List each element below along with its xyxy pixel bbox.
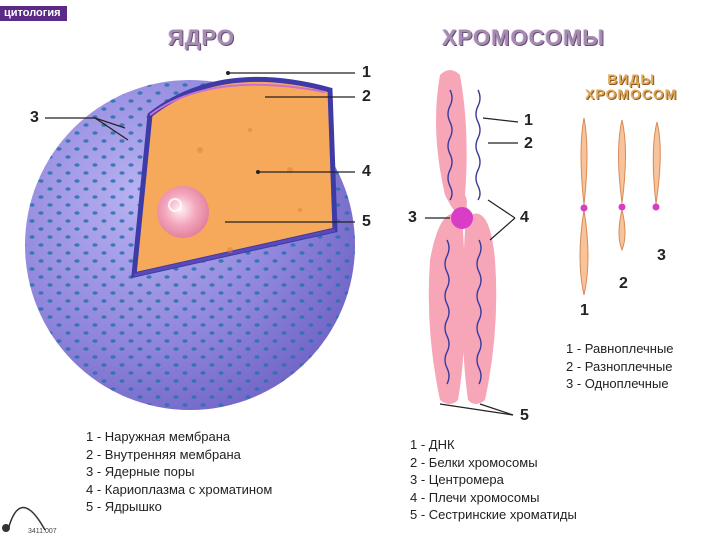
types-callout-1: 1 bbox=[580, 302, 589, 319]
centromere bbox=[451, 207, 473, 229]
types-callout-2: 2 bbox=[619, 275, 628, 292]
nucleus-legend-item: 3 - Ядерные поры bbox=[86, 464, 195, 479]
chromosome-types-title: ВИДЫ ХРОМОСОМ bbox=[585, 72, 677, 102]
nucleus-leader-lines bbox=[45, 72, 355, 223]
chromosome-legend-item: 2 - Белки хромосомы bbox=[410, 454, 538, 470]
chromosome-legend-item: 5 - Сестринские хроматиды bbox=[410, 507, 577, 522]
chromosome-callout-5: 5 bbox=[520, 407, 529, 424]
types-legend-item: 1 - Равноплечные bbox=[566, 341, 674, 356]
chromosome-callout-1: 1 bbox=[524, 112, 533, 129]
types-legend: 1 - Равноплечные 2 - Разноплечные 3 - Од… bbox=[566, 340, 674, 393]
types-title-line2: ХРОМОСОМ bbox=[585, 86, 678, 102]
chromatid-right bbox=[459, 70, 497, 404]
nucleus-title: ЯДРО bbox=[168, 25, 235, 50]
dna-strand-upper-left bbox=[447, 89, 453, 201]
nucleus-callout-4: 4 bbox=[362, 163, 371, 180]
nucleus-legend-item: 5 - Ядрышко bbox=[86, 499, 162, 514]
nucleolus bbox=[157, 186, 209, 238]
nucleus-callout-1: 1 bbox=[362, 64, 371, 81]
types-callout-3: 3 bbox=[657, 247, 666, 264]
chromosome-types bbox=[579, 117, 661, 296]
nucleus-callout-2: 2 bbox=[362, 88, 371, 105]
types-legend-item: 2 - Разноплечные bbox=[566, 358, 673, 374]
chromosome-legend: 1 - ДНК 2 - Белки хромосомы 3 - Центроме… bbox=[410, 436, 577, 524]
nucleus-legend: 1 - Наружная мембрана 2 - Внутренняя мем… bbox=[86, 428, 272, 516]
submetacentric-chromosome bbox=[618, 119, 626, 252]
decor-star-icon bbox=[2, 524, 10, 532]
chromosome-legend-item: 1 - ДНК bbox=[410, 437, 455, 452]
chromosome-leader-lines bbox=[425, 117, 519, 416]
nucleus-legend-item: 1 - Наружная мембрана bbox=[86, 429, 231, 444]
chromosome-legend-item: 3 - Центромера bbox=[410, 472, 504, 487]
chromatid-left bbox=[428, 70, 467, 404]
acrocentric-chromosome bbox=[652, 121, 661, 205]
topic-badge: цитология bbox=[0, 6, 67, 21]
chromosome bbox=[428, 70, 497, 404]
chromosomes-title: ХРОМОСОМЫ bbox=[442, 25, 605, 50]
dna-strand-lower-left bbox=[444, 239, 450, 385]
nucleus-callout-3: 3 bbox=[30, 109, 39, 126]
types-legend-item: 3 - Одноплечные bbox=[566, 376, 669, 391]
poster-code: 3411.007 bbox=[28, 528, 57, 535]
dna-strand-lower-right bbox=[476, 239, 482, 385]
decor-arc bbox=[7, 507, 46, 531]
chromosome-callout-4: 4 bbox=[520, 209, 529, 226]
dna-strand-upper-right bbox=[475, 89, 481, 201]
types-title-line1: ВИДЫ bbox=[607, 71, 656, 87]
nucleus-legend-item: 2 - Внутренняя мембрана bbox=[86, 446, 241, 462]
chromosome-callout-3: 3 bbox=[408, 209, 417, 226]
chromosome-callout-2: 2 bbox=[524, 135, 533, 152]
nucleus-legend-item: 4 - Кариоплазма с хроматином bbox=[86, 481, 273, 497]
chromosome-legend-item: 4 - Плечи хромосомы bbox=[410, 489, 540, 505]
nucleus-sphere bbox=[25, 76, 355, 410]
nucleus-callout-5: 5 bbox=[362, 213, 371, 230]
